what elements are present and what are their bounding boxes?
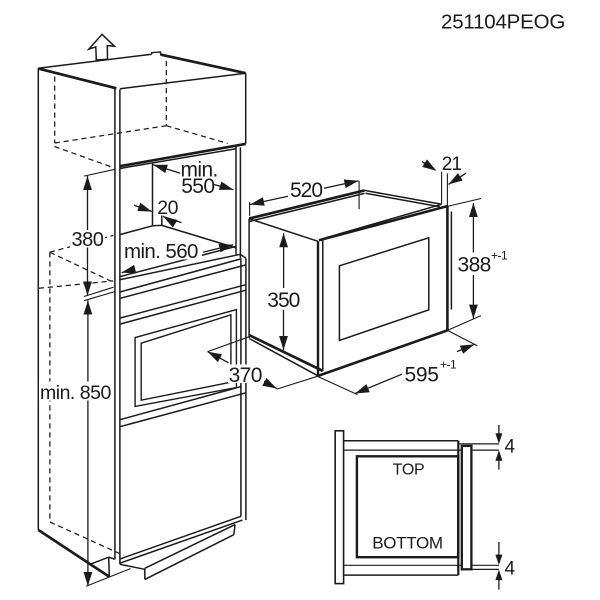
svg-text:550: 550: [181, 175, 214, 198]
svg-text:+-1: +-1: [440, 358, 457, 372]
svg-text:BOTTOM: BOTTOM: [372, 534, 443, 553]
svg-text:TOP: TOP: [393, 462, 425, 479]
svg-text:370: 370: [229, 364, 262, 387]
svg-text:20: 20: [157, 197, 178, 219]
svg-text:595: 595: [405, 363, 439, 386]
svg-text:min. 850: min. 850: [40, 382, 111, 404]
svg-text:+-1: +-1: [491, 249, 508, 263]
svg-text:21: 21: [442, 154, 462, 175]
svg-text:520: 520: [290, 179, 322, 202]
svg-text:251104PEOG: 251104PEOG: [441, 11, 565, 34]
svg-text:350: 350: [267, 289, 299, 312]
svg-text:4: 4: [505, 559, 516, 580]
svg-text:min. 560: min. 560: [124, 240, 198, 263]
svg-text:min.: min.: [181, 158, 218, 181]
svg-text:380: 380: [72, 229, 104, 251]
svg-text:4: 4: [505, 436, 516, 457]
svg-text:388: 388: [458, 253, 491, 276]
